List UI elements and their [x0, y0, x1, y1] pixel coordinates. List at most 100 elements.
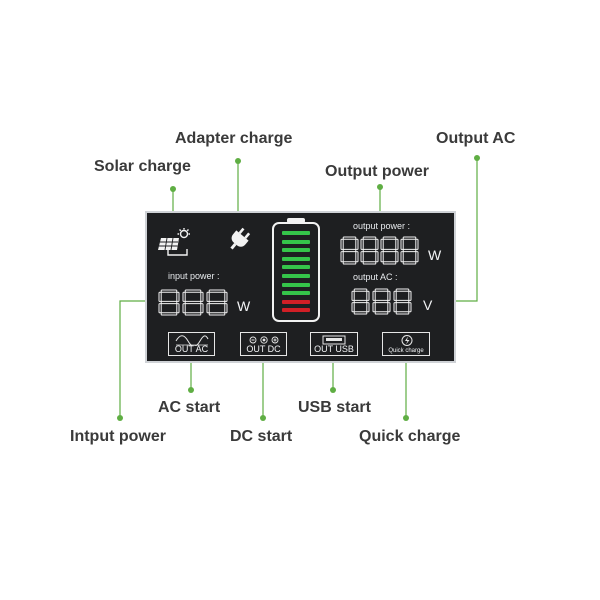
- dot-usb-start: [330, 387, 336, 393]
- digit-segment: [362, 236, 377, 240]
- digit-segment: [200, 303, 204, 314]
- output-power-digits: [340, 236, 419, 265]
- sine-wave-icon: [175, 335, 209, 346]
- battery-bar-green: [282, 248, 310, 253]
- digit-segment: [342, 248, 357, 253]
- battery-bar-green: [282, 291, 310, 296]
- digit-segment: [375, 238, 379, 250]
- digit-segment: [353, 299, 368, 304]
- digit-segment: [374, 288, 389, 292]
- digit-segment: [351, 290, 355, 301]
- quick-charge-label: Quick charge: [388, 348, 424, 354]
- digit-segment: [182, 303, 186, 314]
- callout-quick-charge: Quick charge: [359, 428, 461, 445]
- digit-segment: [200, 291, 204, 302]
- out-dc-button[interactable]: OUT DC: [240, 332, 287, 356]
- digit-segment: [160, 312, 178, 316]
- digit-segment: [355, 251, 359, 263]
- digit-segment: [176, 303, 180, 314]
- dc-terminal-icon: [249, 336, 279, 344]
- callout-input-power: Intput power: [70, 428, 166, 445]
- digit-segment: [387, 290, 391, 301]
- digit-segment: [158, 303, 162, 314]
- digit-segment: [184, 289, 202, 293]
- dot-ac-start: [188, 387, 194, 393]
- out-dc-label: OUT DC: [246, 344, 281, 354]
- output-ac-digits: [351, 288, 412, 315]
- battery-gauge: [272, 222, 320, 322]
- digit-segment: [395, 251, 399, 263]
- digit-segment: [400, 238, 404, 250]
- battery-bar-green: [282, 265, 310, 270]
- callout-adapter-charge: Adapter charge: [175, 130, 293, 147]
- digit-segment: [342, 261, 357, 265]
- digit-segment: [395, 299, 410, 304]
- digit-segment: [408, 290, 412, 301]
- battery-bar-red: [282, 308, 310, 313]
- digit-segment: [380, 238, 384, 250]
- input-power-unit: W: [237, 298, 251, 314]
- digit-segment: [372, 302, 376, 313]
- digit-segment: [160, 300, 178, 305]
- digit-segment: [382, 261, 397, 265]
- dot-solar-charge: [170, 186, 176, 192]
- battery-bar-green: [282, 282, 310, 287]
- output-power-unit: W: [428, 247, 442, 263]
- battery-bar-green: [282, 239, 310, 244]
- callout-solar-charge: Solar charge: [94, 158, 191, 175]
- digit-segment: [415, 251, 419, 263]
- digit-segment: [402, 261, 417, 265]
- digit-segment: [415, 238, 419, 250]
- digit-segment: [206, 291, 210, 302]
- quick-charge-button[interactable]: Quick charge: [382, 332, 430, 356]
- output-power-label: output power :: [353, 221, 411, 231]
- dot-output-power: [377, 184, 383, 190]
- digit-segment: [206, 303, 210, 314]
- digit-segment: [400, 251, 404, 263]
- digit-segment: [158, 291, 162, 302]
- digit-segment: [340, 251, 344, 263]
- input-power-digits: [158, 289, 228, 316]
- out-ac-button[interactable]: OUT AC: [168, 332, 215, 356]
- out-usb-button[interactable]: OUT USB: [310, 332, 358, 356]
- digit-segment: [380, 251, 384, 263]
- digit-segment: [353, 288, 368, 292]
- dot-dc-start: [260, 415, 266, 421]
- dot-input-power: [117, 415, 123, 421]
- leader-input-power: [119, 300, 157, 418]
- digit-segment: [393, 302, 397, 313]
- battery-bar-green: [282, 231, 310, 235]
- digit-segment: [351, 302, 355, 313]
- callout-usb-start: USB start: [298, 399, 371, 416]
- output-ac-label: output AC :: [353, 272, 398, 282]
- digit-segment: [182, 291, 186, 302]
- usb-port-icon: [322, 335, 346, 345]
- callout-output-power: Output power: [325, 163, 429, 180]
- quick-charge-icon: [401, 335, 413, 346]
- digit-segment: [393, 290, 397, 301]
- digit-segment: [353, 311, 368, 315]
- digit-segment: [395, 238, 399, 250]
- out-usb-label: OUT USB: [314, 344, 354, 354]
- digit-segment: [360, 238, 364, 250]
- output-ac-unit: V: [423, 297, 433, 313]
- digit-segment: [402, 236, 417, 240]
- input-power-label: input power :: [168, 271, 220, 281]
- plug-icon: [230, 227, 251, 250]
- digit-segment: [382, 236, 397, 240]
- digit-segment: [184, 312, 202, 316]
- digit-segment: [184, 300, 202, 305]
- digit-segment: [224, 303, 228, 314]
- digit-segment: [374, 299, 389, 304]
- digit-segment: [372, 290, 376, 301]
- digit-segment: [362, 248, 377, 253]
- digit-segment: [176, 291, 180, 302]
- digit-segment: [402, 248, 417, 253]
- digit-segment: [340, 238, 344, 250]
- digit-segment: [208, 289, 226, 293]
- solar-panel-icon: [158, 228, 190, 256]
- digit-segment: [395, 311, 410, 315]
- digit-segment: [395, 288, 410, 292]
- callout-output-ac: Output AC: [436, 130, 516, 147]
- battery-bar-red: [282, 299, 310, 304]
